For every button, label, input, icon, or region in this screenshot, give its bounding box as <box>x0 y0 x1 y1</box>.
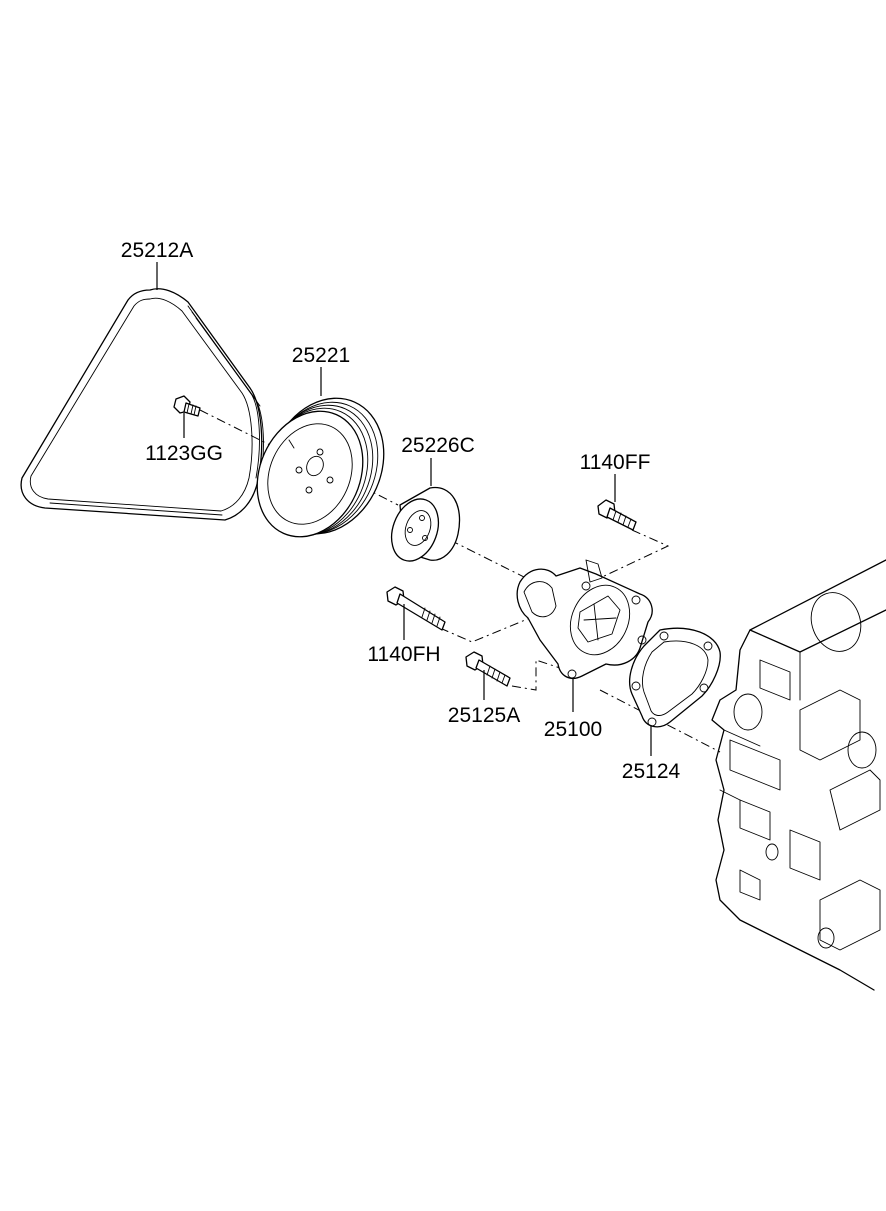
part-labels: 25212A 25221 1123GG 25226C 1140FF 1140FH… <box>121 239 681 783</box>
pulley-spacer[interactable] <box>383 486 461 568</box>
water-pump-pulley[interactable] <box>238 380 405 554</box>
label-belt: 25212A <box>121 239 193 262</box>
label-gasket: 25124 <box>622 760 681 783</box>
water-pump-gasket[interactable] <box>629 627 721 728</box>
bolt-1140fh[interactable] <box>386 586 446 631</box>
label-bolt-long: 1140FH <box>367 643 440 666</box>
label-spacer: 25226C <box>401 434 475 457</box>
assembly-centerlines <box>199 409 721 753</box>
label-bolt-upper: 1140FF <box>580 451 651 474</box>
label-pulley-bolt: 1123GG <box>145 442 223 465</box>
label-water-pump: 25100 <box>544 718 602 741</box>
bolt-25125a[interactable] <box>465 651 511 687</box>
label-bolt-lower: 25125A <box>448 704 520 727</box>
bolt-1140ff[interactable] <box>597 499 637 531</box>
pulley-bolt-1123gg[interactable] <box>173 395 201 417</box>
water-pump[interactable] <box>516 559 653 679</box>
label-pulley: 25221 <box>292 344 350 367</box>
leader-lines <box>156 262 652 756</box>
drive-belt[interactable] <box>20 288 264 521</box>
engine-block <box>711 559 886 991</box>
